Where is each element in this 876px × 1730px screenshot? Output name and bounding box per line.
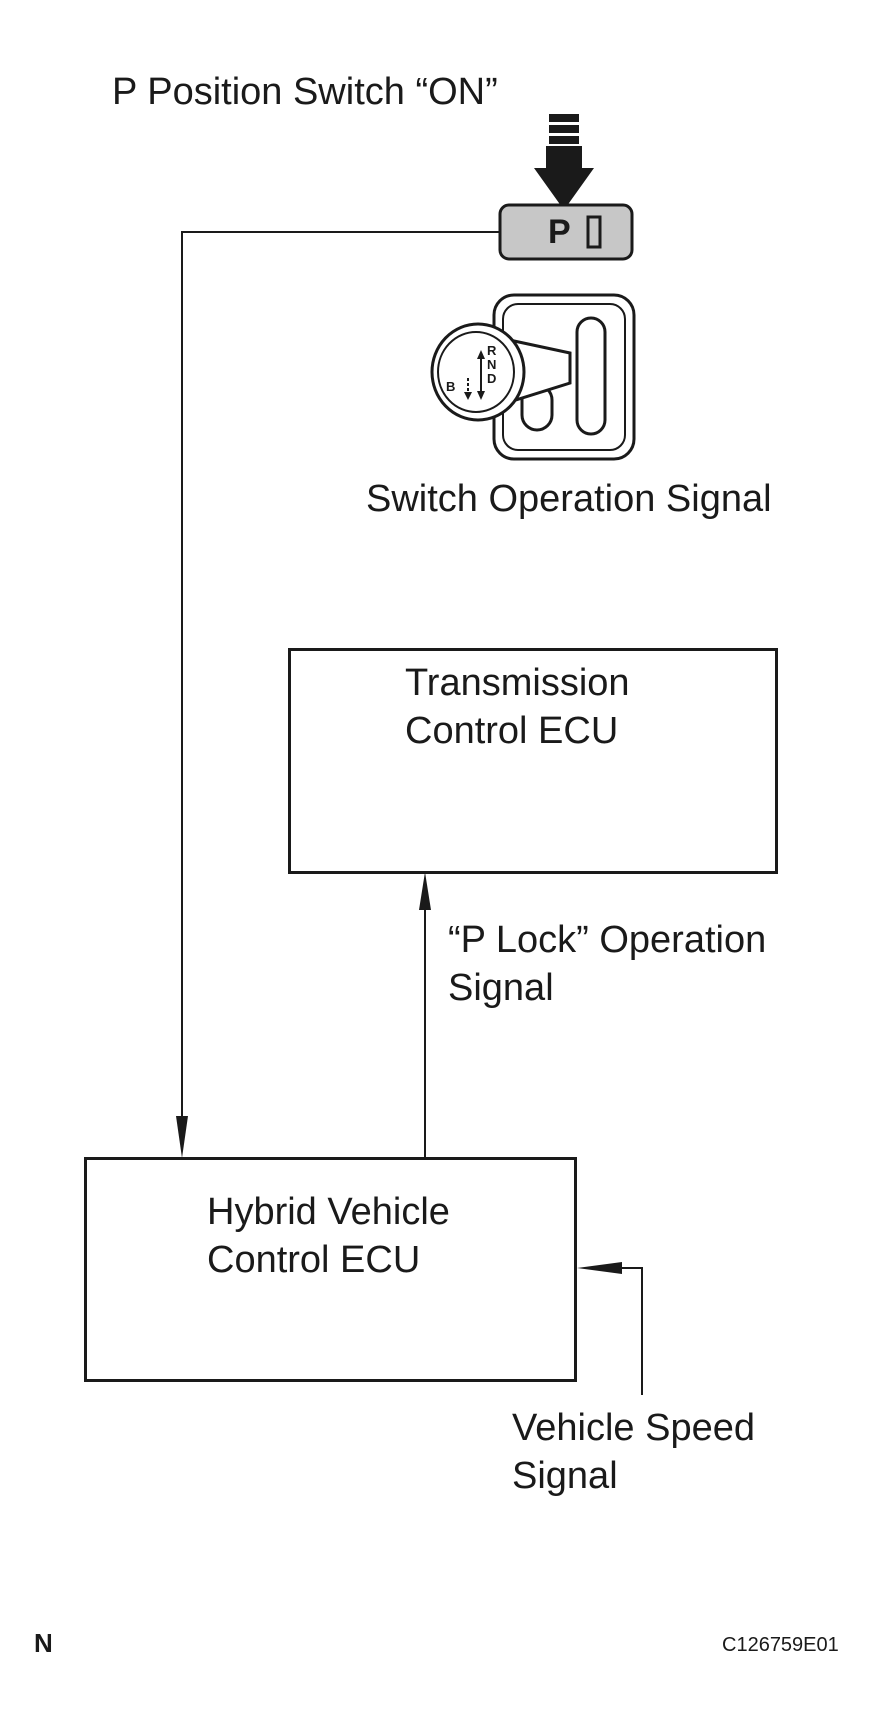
shift-knob-letter-d: D [487, 371, 497, 386]
hybrid-ecu-label-line2: Control ECU [207, 1239, 421, 1281]
p-switch-signal-line [181, 231, 500, 1138]
vehicle-speed-signal-arrowhead [577, 1262, 622, 1274]
shift-knob-letter-r: R [487, 343, 497, 358]
shift-lever-icon [430, 293, 636, 461]
hybrid-ecu-label-line1: Hybrid Vehicle [207, 1191, 450, 1233]
figure-code: C126759E01 [722, 1634, 839, 1656]
p-position-switch-button [498, 203, 634, 261]
p-lock-signal-label-line1: “P Lock” Operation [448, 919, 767, 961]
p-button-letter: P [548, 213, 571, 251]
vehicle-speed-signal-line [600, 1267, 643, 1395]
vehicle-speed-signal-label-line2: Signal [512, 1455, 618, 1497]
transmission-ecu-label-line1: Transmission [405, 662, 630, 704]
corner-mark: N [34, 1628, 53, 1658]
p-lock-signal-arrowhead [419, 872, 431, 910]
p-switch-signal-arrowhead [176, 1116, 188, 1158]
hybrid-vehicle-control-ecu-box: Hybrid Vehicle Control ECU [84, 1157, 577, 1382]
press-arrow-icon [534, 114, 594, 210]
transmission-control-ecu-box: Transmission Control ECU [288, 648, 778, 874]
shift-knob-letter-n: N [487, 357, 497, 372]
p-lock-signal-label-line2: Signal [448, 967, 554, 1009]
transmission-ecu-label-line2: Control ECU [405, 710, 619, 752]
switch-operation-signal-label: Switch Operation Signal [366, 478, 772, 520]
shift-knob-letter-b: B [446, 379, 456, 394]
p-switch-on-label: P Position Switch “ON” [112, 71, 498, 113]
vehicle-speed-signal-label-line1: Vehicle Speed [512, 1407, 755, 1449]
